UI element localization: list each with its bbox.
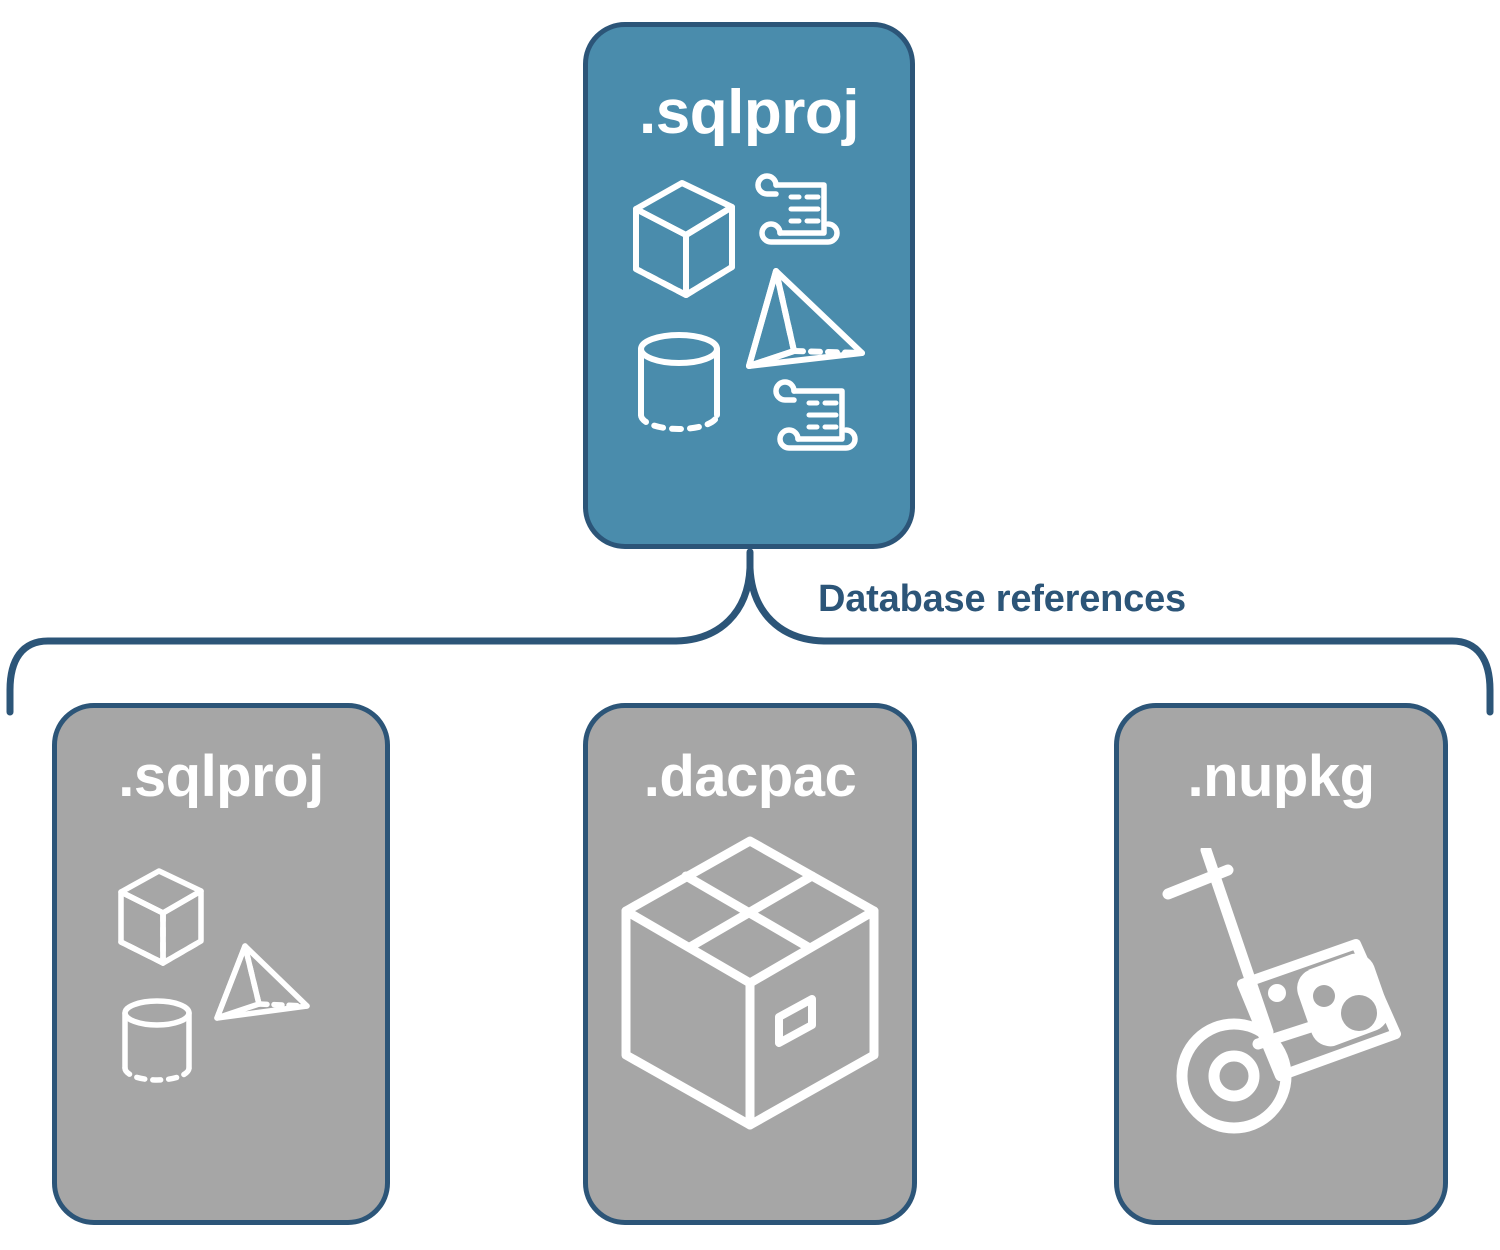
cube-wireframe-icon xyxy=(633,180,735,298)
reference-node-nupkg-title: .nupkg xyxy=(1187,744,1375,809)
reference-node-sqlproj[interactable]: .sqlproj xyxy=(52,703,390,1225)
reference-node-dacpac-title: .dacpac xyxy=(643,744,857,809)
scroll-script-icon xyxy=(755,173,840,245)
cylinder-wireframe-icon xyxy=(122,998,192,1083)
nuget-glyph-holes xyxy=(1313,985,1377,1031)
scroll-script-icon xyxy=(773,379,858,451)
root-node-artwork xyxy=(588,167,910,457)
hand-truck-package-icon xyxy=(1162,848,1401,1134)
cylinder-wireframe-icon xyxy=(638,332,720,432)
reference-node-sqlproj-title: .sqlproj xyxy=(118,744,324,809)
root-node-title: .sqlproj xyxy=(639,78,859,147)
reference-node-dacpac[interactable]: .dacpac xyxy=(583,703,917,1225)
reference-node-sqlproj-artwork xyxy=(57,858,385,1098)
nuget-glyph-dot xyxy=(1268,984,1286,1002)
cube-wireframe-icon xyxy=(118,868,204,966)
sqlproj-shapes-group xyxy=(118,868,310,1083)
reference-node-dacpac-artwork xyxy=(588,833,912,1133)
reference-node-nupkg[interactable]: .nupkg xyxy=(1114,703,1448,1225)
pyramid-wireframe-icon xyxy=(746,268,865,369)
connector-label: Database references xyxy=(818,578,1186,620)
pyramid-wireframe-icon xyxy=(214,943,310,1021)
sqlproj-shapes-group xyxy=(633,173,865,451)
reference-node-nupkg-artwork xyxy=(1119,848,1443,1138)
shipping-box-icon xyxy=(621,836,879,1130)
root-node-sqlproj[interactable]: .sqlproj xyxy=(583,22,915,549)
brace-left-arm xyxy=(6,564,754,716)
